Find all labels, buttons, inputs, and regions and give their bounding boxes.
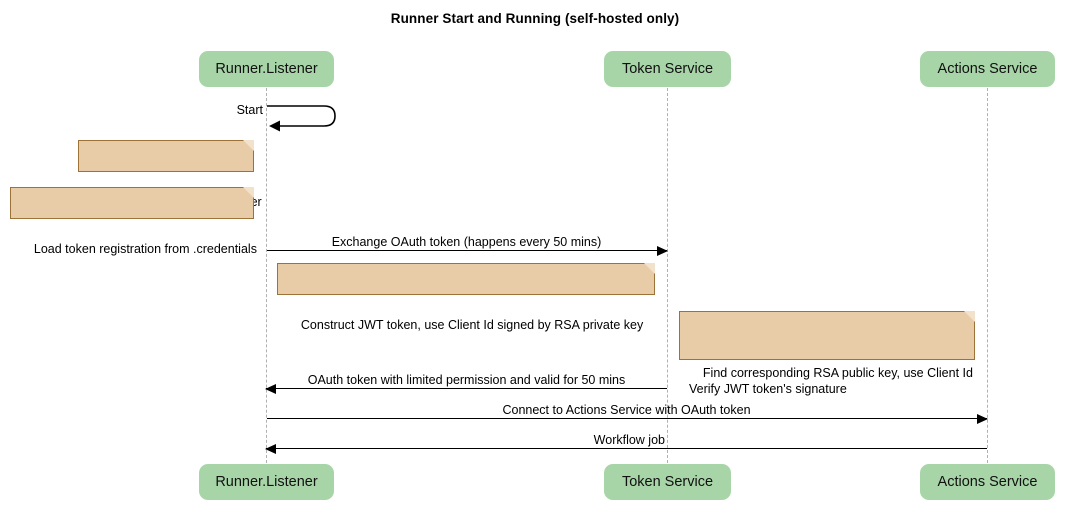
lifeline-actions-service: [987, 88, 988, 463]
note-text: Load token registration from .credential…: [33, 242, 257, 256]
participant-runner-listener-bottom[interactable]: Runner.Listener: [199, 464, 334, 500]
arrowhead-left-icon: [265, 384, 276, 394]
arrowhead-left-icon: [265, 444, 276, 454]
message-label-oauth-token-reply: OAuth token with limited permission and …: [307, 373, 626, 387]
message-label-workflow-job: Workflow job: [593, 433, 665, 447]
note-text: Find corresponding RSA public key, use C…: [689, 366, 973, 396]
participant-label: Actions Service: [937, 474, 1038, 490]
note-fold-edge-icon: [242, 187, 254, 199]
message-oauth-token-reply[interactable]: [265, 384, 667, 394]
note-fold-edge-icon: [963, 311, 975, 323]
note-text: Construct JWT token, use Client Id signe…: [300, 318, 644, 332]
message-connect-actions-service[interactable]: [267, 414, 988, 424]
message-start-self-loop[interactable]: [266, 104, 346, 141]
message-label-start: Start: [236, 103, 263, 117]
message-exchange-oauth-token[interactable]: [267, 246, 668, 256]
arrowhead-right-icon: [977, 414, 988, 424]
page-title: Runner Start and Running (self-hosted on…: [390, 11, 680, 26]
note-construct-jwt-token: Construct JWT token, use Client Id signe…: [277, 263, 655, 332]
participant-runner-listener-top[interactable]: Runner.Listener: [199, 51, 334, 87]
participant-actions-service-bottom[interactable]: Actions Service: [920, 464, 1055, 500]
note-load-config-info: Load config info from .runner: [78, 140, 262, 209]
participant-label: Token Service: [621, 61, 714, 77]
participant-token-service-top[interactable]: Token Service: [604, 51, 731, 87]
message-workflow-job[interactable]: [265, 444, 987, 454]
arrowhead-right-icon: [657, 246, 668, 256]
participant-actions-service-top[interactable]: Actions Service: [920, 51, 1055, 87]
lifeline-token-service: [667, 88, 668, 463]
participant-label: Runner.Listener: [215, 474, 318, 490]
participant-label: Runner.Listener: [215, 61, 318, 77]
message-label-connect-actions-service: Connect to Actions Service with OAuth to…: [502, 403, 751, 417]
participant-label: Actions Service: [937, 61, 1038, 77]
participant-label: Token Service: [621, 474, 714, 490]
note-verify-jwt-token: Find corresponding RSA public key, use C…: [679, 311, 975, 396]
note-load-token-registration: Load token registration from .credential…: [10, 187, 257, 256]
note-fold-edge-icon: [242, 140, 254, 152]
participant-token-service-bottom[interactable]: Token Service: [604, 464, 731, 500]
note-fold-edge-icon: [643, 263, 655, 275]
message-label-exchange-oauth-token: Exchange OAuth token (happens every 50 m…: [331, 235, 602, 249]
lifeline-runner-listener: [266, 88, 267, 463]
